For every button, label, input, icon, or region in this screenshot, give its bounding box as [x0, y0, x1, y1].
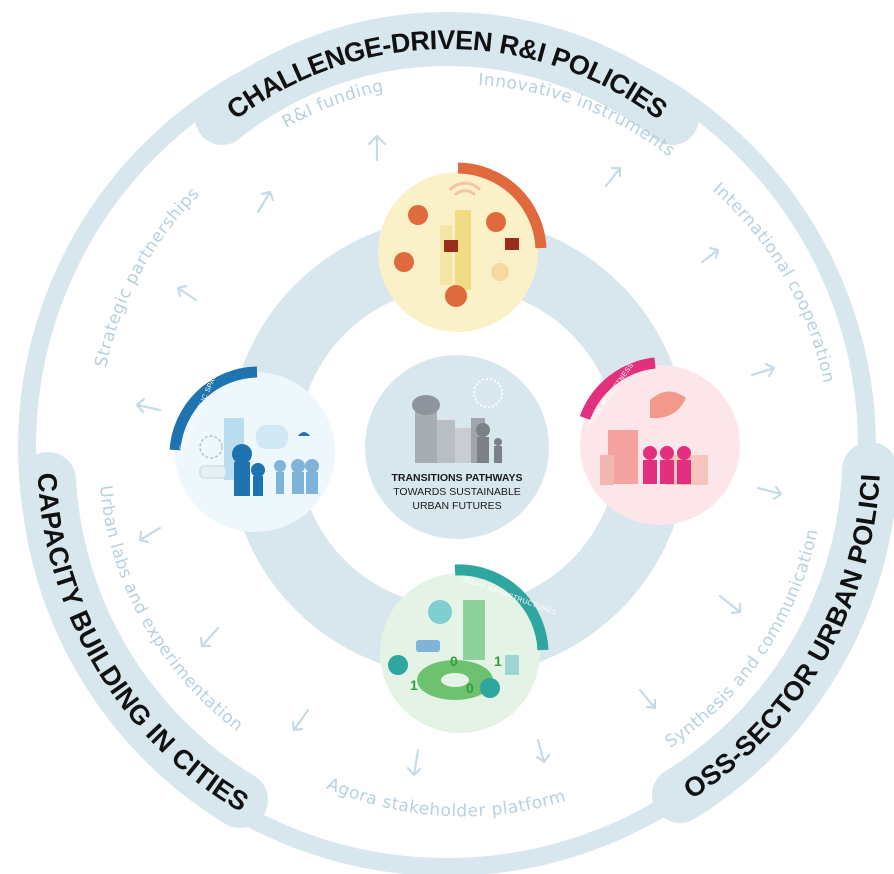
theme-digital-transition: DIGITAL TRANSITION [378, 162, 564, 332]
arrow-icon [291, 708, 310, 732]
arrow-icon [756, 485, 783, 501]
arrow-icon [406, 748, 422, 777]
arrow-icon [638, 688, 657, 710]
theme-inclusive-public-spaces: INCLUSIVE PUBLIC SPACES [169, 364, 335, 532]
svg-text:1: 1 [494, 653, 502, 669]
public-spaces-illustration [199, 418, 319, 496]
svg-text:International cooperation: International cooperation [709, 179, 839, 385]
theme-urban-infrastructures: URBAN INFRASTRUCTURES 0 1 1 0 [380, 564, 557, 733]
arrow-icon [750, 362, 776, 378]
outward-arrows [135, 134, 783, 777]
arrow-icon [604, 166, 622, 188]
center-hub: TRANSITIONS PATHWAYS TOWARDS SUSTAINABLE… [365, 355, 549, 539]
svg-text:1: 1 [410, 677, 418, 693]
digital-illustration [394, 181, 519, 307]
arrow-icon [718, 594, 742, 615]
svg-text:0: 0 [450, 653, 458, 669]
infrastructures-illustration: 0 1 1 0 [388, 600, 519, 700]
arrow-icon [700, 246, 720, 264]
svg-text:0: 0 [466, 680, 474, 696]
skyline-illustration [412, 378, 503, 463]
arrow-icon [367, 134, 387, 162]
center-line3: URBAN FUTURES [412, 500, 501, 512]
theme-urban-robustness: URBAN ROBUSTNESS [579, 357, 740, 525]
arrow-icon [199, 626, 220, 648]
left-label-band [20, 452, 268, 828]
feature-international-cooperation: International cooperation [709, 179, 839, 385]
arrow-icon [135, 397, 162, 414]
robustness-illustration [600, 391, 708, 485]
center-title: TRANSITIONS PATHWAYS [391, 472, 522, 484]
center-line2: TOWARDS SUSTAINABLE [393, 486, 521, 498]
arrow-icon [138, 526, 162, 544]
arrow-icon [176, 284, 198, 302]
svg-text:Agora stakeholder platform: Agora stakeholder platform [324, 774, 568, 821]
arrow-icon [535, 738, 551, 764]
top-label-band [195, 12, 699, 145]
arrow-icon [256, 190, 275, 214]
feature-agora-platform: Agora stakeholder platform [324, 774, 568, 821]
right-label-band [652, 442, 894, 823]
